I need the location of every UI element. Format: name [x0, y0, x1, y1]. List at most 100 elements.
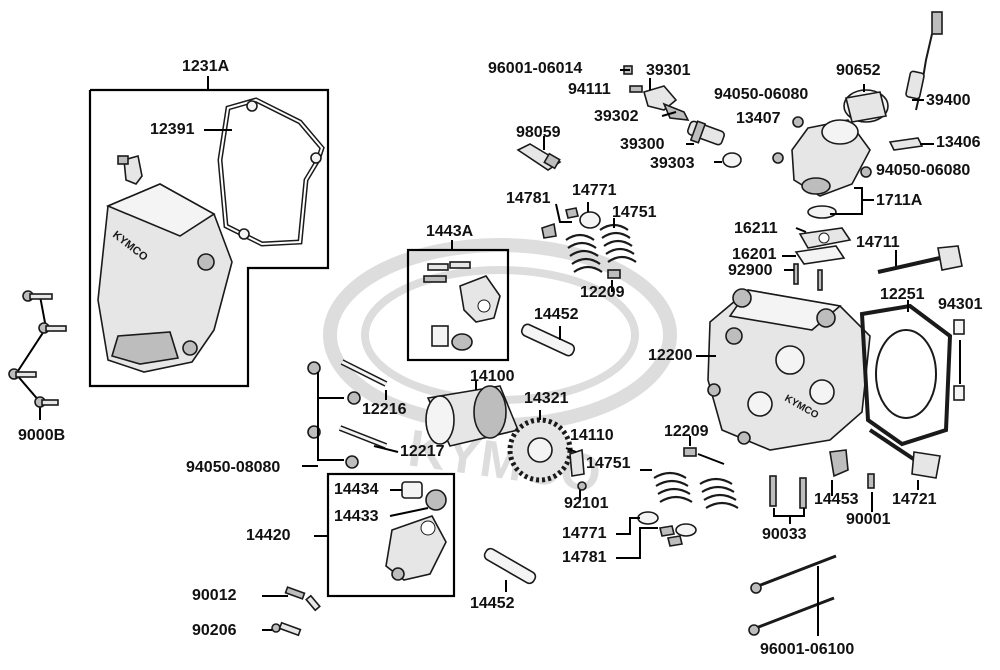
nuts-94050-08080[interactable]: [302, 361, 361, 469]
valve-retainer-14771-top[interactable]: [579, 202, 601, 229]
tensioner-guide-14453[interactable]: [829, 449, 849, 496]
callout-14751-a[interactable]: 14751: [612, 204, 657, 221]
callout-90001[interactable]: 90001: [846, 511, 891, 528]
callout-94050-08080[interactable]: 94050-08080: [186, 459, 281, 476]
callout-92900[interactable]: 92900: [728, 262, 773, 279]
breather-fitting[interactable]: [117, 154, 143, 185]
callout-1711A[interactable]: 1711A: [876, 192, 923, 209]
callout-39300[interactable]: 39300: [620, 136, 665, 153]
callout-92101[interactable]: 92101: [564, 495, 609, 512]
exhaust-valve-14721[interactable]: [868, 428, 941, 490]
rocker-arm-14420[interactable]: [385, 515, 447, 581]
rocker-arm-1443A[interactable]: [423, 261, 501, 351]
callout-1231A[interactable]: 1231A: [182, 58, 230, 75]
callout-39301[interactable]: 39301: [646, 62, 691, 79]
spark-plug-98059[interactable]: [516, 136, 562, 171]
callout-14781-a[interactable]: 14781: [506, 190, 551, 207]
callout-96001-06100[interactable]: 96001-06100: [760, 641, 855, 658]
stud-92900[interactable]: [784, 263, 823, 291]
callout-14781-b[interactable]: 14781: [562, 549, 607, 566]
callout-16211[interactable]: 16211: [734, 220, 778, 237]
bolt-set-9000B[interactable]: [8, 290, 67, 420]
callout-12251[interactable]: 12251: [880, 286, 925, 303]
fuel-injector-39300[interactable]: [686, 120, 742, 168]
callout-12216[interactable]: 12216: [362, 401, 407, 418]
callout-14751-b[interactable]: 14751: [586, 455, 631, 472]
callout-98059[interactable]: 98059: [516, 124, 561, 141]
callout-14420[interactable]: 14420: [246, 527, 291, 544]
dowel-94301[interactable]: [953, 319, 965, 401]
valve-springs-14751-top[interactable]: [565, 218, 637, 273]
valve-seal-12209-bottom[interactable]: [683, 436, 725, 465]
rocker-kit-14420-frame: [314, 472, 456, 598]
rocker-bearing-14433[interactable]: [389, 489, 447, 517]
callout-14321[interactable]: 14321: [524, 390, 569, 407]
callout-14100[interactable]: 14100: [470, 368, 515, 385]
callout-94301[interactable]: 94301: [938, 296, 983, 313]
gasket-16201[interactable]: [782, 245, 846, 265]
callout-96001-06014[interactable]: 96001-06014: [488, 60, 583, 77]
callout-14452-a[interactable]: 14452: [534, 306, 579, 323]
long-bolts-96001-06100[interactable]: [748, 554, 837, 636]
callout-14433[interactable]: 14433: [334, 508, 379, 525]
head-gasket-12251[interactable]: [859, 300, 953, 447]
callout-14711[interactable]: 14711: [856, 234, 900, 251]
callout-16201[interactable]: 16201: [732, 246, 777, 263]
callout-94050-06080-b[interactable]: 94050-06080: [876, 162, 971, 179]
rocker-roller-14434[interactable]: [390, 481, 423, 499]
valve-seal-12209-top[interactable]: [607, 269, 621, 292]
head-cover-kit-frame: [88, 76, 330, 388]
callout-14721[interactable]: 14721: [892, 491, 937, 508]
callout-14453[interactable]: 14453: [814, 491, 859, 508]
callout-14771-a[interactable]: 14771: [572, 182, 617, 199]
callout-90012[interactable]: 90012: [192, 587, 237, 604]
decompressor-14110[interactable]: [565, 447, 587, 500]
callout-13407[interactable]: 13407: [736, 110, 781, 127]
rocker-shaft-14452-bottom[interactable]: [483, 547, 537, 592]
callout-39302[interactable]: 39302: [594, 108, 639, 125]
bolt-90206[interactable]: [262, 621, 302, 637]
callout-1443A[interactable]: 1443A: [426, 223, 474, 240]
callout-14452-b[interactable]: 14452: [470, 595, 515, 612]
insulator-16211[interactable]: [795, 227, 852, 249]
rocker-shaft-14452-top[interactable]: [520, 323, 576, 358]
bracket-13406[interactable]: [888, 137, 934, 151]
callout-14771-b[interactable]: 14771: [562, 525, 607, 542]
valve-keepers-14781-top[interactable]: [541, 203, 579, 239]
rocker-link-12217[interactable]: [338, 425, 399, 453]
rocker-link-12216[interactable]: [340, 359, 388, 400]
callout-39303[interactable]: 39303: [650, 155, 695, 172]
callout-94111[interactable]: 94111: [568, 81, 611, 98]
callout-12209-a[interactable]: 12209: [580, 284, 625, 301]
valve-retainer-14771-bottom[interactable]: [616, 511, 697, 537]
cylinder-head-12200[interactable]: KYMCO: [696, 288, 871, 451]
callout-94050-06080-a[interactable]: 94050-06080: [714, 86, 809, 103]
rocker-kit-1443A-frame: [406, 240, 510, 362]
temp-sensor-39400[interactable]: [905, 11, 943, 111]
intake-valve-14711[interactable]: [877, 245, 963, 274]
callout-90206[interactable]: 90206: [192, 622, 237, 639]
callout-12217[interactable]: 12217: [400, 443, 445, 460]
callout-12209-b[interactable]: 12209: [664, 423, 709, 440]
callout-9000B[interactable]: 9000B: [18, 427, 66, 444]
studs-90033[interactable]: [769, 475, 807, 524]
callout-14434[interactable]: 14434: [334, 481, 379, 498]
valve-springs-14751-bottom[interactable]: [640, 469, 739, 509]
valve-keepers-14781-bottom[interactable]: [616, 525, 683, 559]
callout-90033[interactable]: 90033: [762, 526, 807, 543]
injector-holder-39301[interactable]: [620, 65, 690, 121]
callout-39400[interactable]: 39400: [926, 92, 971, 109]
callout-14110[interactable]: 14110: [570, 427, 614, 444]
intake-manifold-1711A[interactable]: [772, 116, 874, 219]
camshaft-14100[interactable]: [425, 380, 520, 447]
callout-12391[interactable]: 12391: [150, 121, 195, 138]
callout-13406[interactable]: 13406: [936, 134, 981, 151]
callout-90652[interactable]: 90652: [836, 62, 881, 79]
screw-90012[interactable]: [262, 586, 321, 612]
screw-90001[interactable]: [867, 473, 875, 512]
head-cover[interactable]: KYMCO: [97, 183, 233, 373]
head-cover-gasket-12391[interactable]: [204, 97, 325, 247]
clamp-90652[interactable]: [843, 84, 889, 123]
callout-12200[interactable]: 12200: [648, 347, 693, 364]
